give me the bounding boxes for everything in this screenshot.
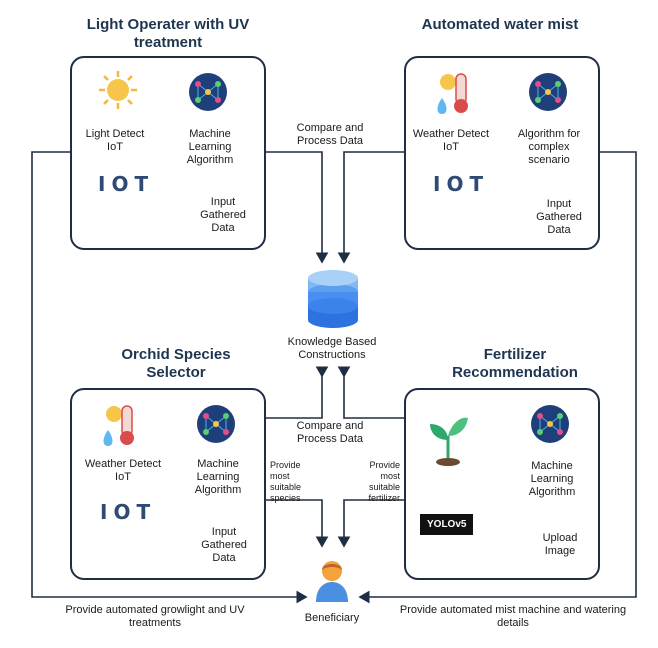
- compare-process-bottom: Compare and Process Data: [296, 420, 364, 445]
- weather-icon: [437, 73, 468, 114]
- title-orchid-selector: Orchid Species Selector: [121, 346, 231, 381]
- bl-algo-label: Machine Learning Algorithm: [194, 458, 242, 496]
- bl-input-label: Input Gathered Data: [201, 526, 247, 564]
- ml-network-icon: [189, 73, 227, 111]
- br-algo-label: Machine Learning Algorithm: [528, 460, 576, 498]
- compare-process-top: Compare and Process Data: [296, 122, 364, 147]
- box-light-operator: [70, 56, 266, 250]
- database-icon: [308, 270, 358, 328]
- tr-input-label: Input Gathered Data: [536, 198, 582, 236]
- iot-icon: IOT: [433, 172, 490, 196]
- box-water-mist: [404, 56, 600, 250]
- species-label: Provide most suitable species: [270, 460, 302, 503]
- iot-icon: IOT: [98, 172, 155, 196]
- tl-sensor-label: Light Detect IoT: [85, 128, 145, 153]
- plant-icon: [430, 417, 468, 466]
- ml-network-icon: [197, 405, 235, 443]
- title-fertilizer: Fertilizer Recommendation: [452, 346, 578, 381]
- bottom-right-text: Provide automated mist machine and water…: [399, 604, 627, 629]
- tl-input-label: Input Gathered Data: [200, 196, 246, 234]
- tl-algo-label: Machine Learning Algorithm: [186, 128, 234, 166]
- tr-algo-label: Algorithm for complex scenario: [517, 128, 581, 166]
- kb-label: Knowledge Based Constructions: [287, 336, 377, 361]
- weather-icon: [103, 405, 134, 446]
- title-water-mist: Automated water mist: [421, 16, 579, 33]
- sun-icon: [99, 71, 137, 109]
- yolov5-badge: YOLOv5: [420, 514, 474, 535]
- fertilizer-label: Provide most suitable fertilizer: [368, 460, 400, 503]
- br-upload-label: Upload Image: [542, 532, 578, 557]
- iot-icon: IOT: [100, 500, 157, 524]
- bottom-left-text: Provide automated growlight and UV treat…: [65, 604, 245, 629]
- ml-network-icon: [531, 405, 569, 443]
- user-icon: [316, 561, 348, 602]
- bl-sensor-label: Weather Detect IoT: [84, 458, 162, 483]
- title-light-operator: Light Operater with UV treatment: [86, 16, 250, 51]
- beneficiary-label: Beneficiary: [304, 612, 360, 624]
- ml-network-icon: [529, 73, 567, 111]
- tr-sensor-label: Weather Detect IoT: [412, 128, 490, 153]
